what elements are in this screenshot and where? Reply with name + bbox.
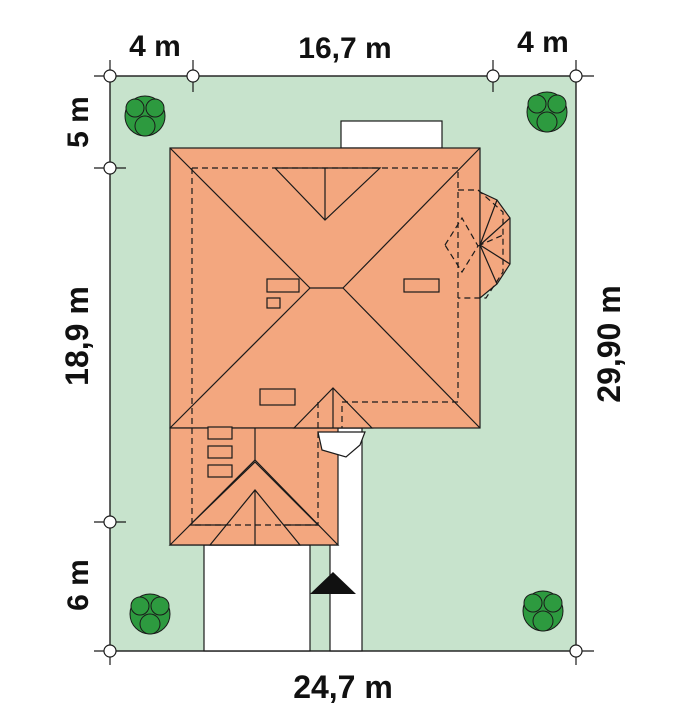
entrance-arrow-icon — [310, 572, 356, 594]
tree-icon — [124, 95, 166, 137]
dimension-top-setback: 5 m — [62, 96, 95, 148]
driveway — [203, 544, 311, 652]
rear-terrace — [340, 120, 443, 149]
dimension-house-width: 16,7 m — [298, 32, 391, 65]
tree-icon — [522, 590, 564, 632]
dimension-plot-width: 24,7 m — [293, 669, 393, 705]
roof-windows — [207, 278, 440, 478]
dimension-left-setback-top: 4 m — [129, 30, 181, 63]
dimension-lines — [94, 60, 594, 665]
tree-icon — [526, 91, 568, 133]
entrance-gable — [292, 387, 374, 458]
garage-roof — [168, 427, 340, 546]
dimension-bottom-setback: 6 m — [62, 559, 95, 611]
dimension-plot-depth: 29,90 m — [591, 285, 627, 402]
tree-icon — [129, 593, 171, 635]
dimension-right-setback-top: 4 m — [517, 26, 569, 59]
wall-outline-dashed — [191, 167, 504, 526]
dimension-ticks — [103, 69, 583, 658]
dimension-house-depth: 18,9 m — [59, 286, 95, 386]
